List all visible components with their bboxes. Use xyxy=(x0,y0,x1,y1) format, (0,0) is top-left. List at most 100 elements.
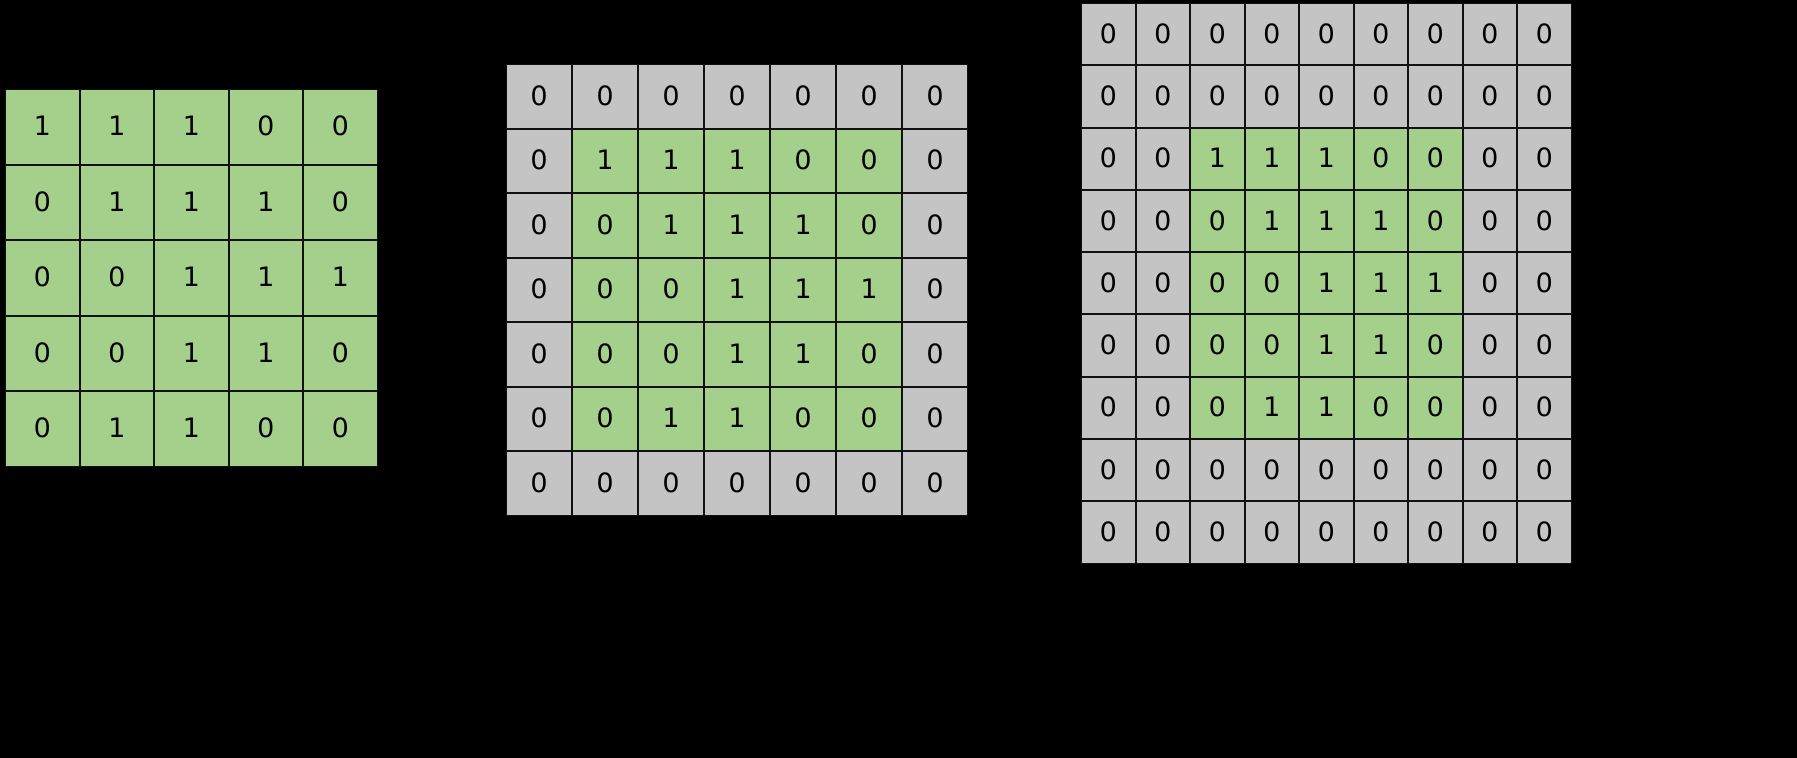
matrix-cell: 1 xyxy=(638,193,704,258)
matrix-cell: 0 xyxy=(836,386,902,451)
matrix-cell: 1 xyxy=(1353,189,1408,253)
matrix-cell: 1 xyxy=(228,240,303,316)
matrix-cell: 1 xyxy=(1408,252,1463,315)
matrix-cell: 0 xyxy=(1517,376,1572,440)
matrix-cell: 0 xyxy=(1081,127,1136,190)
matrix-cell: 0 xyxy=(836,64,902,129)
matrix-cell: 0 xyxy=(228,391,303,467)
matrix-cell: 0 xyxy=(638,322,704,387)
matrix-cell: 0 xyxy=(1517,501,1572,564)
matrix-cell: 1 xyxy=(154,240,229,316)
matrix-cell: 0 xyxy=(902,64,968,129)
matrix-cell: 0 xyxy=(1135,314,1190,377)
matrix-cell: 0 xyxy=(506,128,572,193)
matrix-cell: 0 xyxy=(1135,252,1190,315)
matrix-cell: 1 xyxy=(704,257,770,322)
matrix-cell: 0 xyxy=(1190,65,1245,128)
matrix-cell: 1 xyxy=(770,322,836,387)
matrix-cell: 1 xyxy=(1299,314,1354,377)
matrix-cell: 0 xyxy=(1462,501,1517,564)
matrix-cell: 1 xyxy=(1244,127,1299,190)
matrix-cell: 0 xyxy=(303,164,378,240)
matrix-cell: 1 xyxy=(704,322,770,387)
matrix-cell: 0 xyxy=(303,315,378,391)
matrix-cell: 0 xyxy=(1081,314,1136,377)
matrix-cell: 0 xyxy=(1517,439,1572,502)
matrix-cell: 0 xyxy=(79,240,154,316)
matrix-cell: 0 xyxy=(572,193,638,258)
matrix-cell: 0 xyxy=(1353,3,1408,66)
matrix-cell: 0 xyxy=(770,64,836,129)
matrix-cell: 0 xyxy=(1244,65,1299,128)
matrix-cell: 0 xyxy=(5,315,80,391)
matrix-cell: 0 xyxy=(1408,439,1463,502)
matrix-cell: 0 xyxy=(1462,314,1517,377)
matrix-cell: 0 xyxy=(1135,501,1190,564)
matrix-cell: 0 xyxy=(902,193,968,258)
matrix-cell: 0 xyxy=(770,451,836,516)
matrix-cell: 1 xyxy=(228,164,303,240)
matrix-cell: 0 xyxy=(5,391,80,467)
matrix-cell: 0 xyxy=(1517,314,1572,377)
matrix-cell: 0 xyxy=(704,64,770,129)
matrix-cell: 0 xyxy=(1135,127,1190,190)
matrix-cell: 1 xyxy=(1353,314,1408,377)
matrix-cell: 0 xyxy=(1135,189,1190,253)
matrix-cell: 1 xyxy=(572,128,638,193)
matrix-cell: 0 xyxy=(1244,314,1299,377)
matrix-cell: 0 xyxy=(1462,3,1517,66)
matrix-cell: 0 xyxy=(1408,501,1463,564)
matrix-cell: 0 xyxy=(303,89,378,165)
matrix-cell: 1 xyxy=(704,128,770,193)
matrix-cell: 0 xyxy=(1408,3,1463,66)
matrix-cell: 0 xyxy=(1244,252,1299,315)
matrix-cell: 1 xyxy=(1299,189,1354,253)
matrix-cell: 1 xyxy=(1353,252,1408,315)
matrix-cell: 0 xyxy=(770,386,836,451)
matrix-cell: 0 xyxy=(506,64,572,129)
matrix-cell: 0 xyxy=(836,322,902,387)
matrix-cell: 0 xyxy=(836,128,902,193)
matrix-cell: 0 xyxy=(1299,439,1354,502)
matrix-cell: 1 xyxy=(5,89,80,165)
matrix-cell: 1 xyxy=(79,391,154,467)
matrix-cell: 1 xyxy=(836,257,902,322)
matrix-cell: 0 xyxy=(1408,189,1463,253)
matrix-cell: 1 xyxy=(154,164,229,240)
matrix-cell: 1 xyxy=(1244,189,1299,253)
matrix-cell: 0 xyxy=(1081,189,1136,253)
matrix-cell: 1 xyxy=(154,315,229,391)
matrix-cell: 0 xyxy=(1299,501,1354,564)
matrix-cell: 0 xyxy=(836,193,902,258)
matrix-cell: 0 xyxy=(1462,189,1517,253)
matrix-cell: 0 xyxy=(303,391,378,467)
matrix-cell: 0 xyxy=(572,64,638,129)
matrix-cell: 0 xyxy=(506,193,572,258)
matrix-cell: 0 xyxy=(1081,65,1136,128)
matrix-cell: 0 xyxy=(902,257,968,322)
matrix-cell: 0 xyxy=(770,128,836,193)
matrix-cell: 0 xyxy=(5,164,80,240)
matrix-cell: 0 xyxy=(1408,65,1463,128)
matrix-cell: 0 xyxy=(572,451,638,516)
matrix-cell: 1 xyxy=(79,89,154,165)
matrix-cell: 0 xyxy=(638,257,704,322)
matrix-cell: 0 xyxy=(1244,439,1299,502)
matrix-cell: 0 xyxy=(506,257,572,322)
matrix-cell: 0 xyxy=(902,386,968,451)
matrix-cell: 0 xyxy=(836,451,902,516)
matrix-cell: 0 xyxy=(1135,65,1190,128)
matrix-cell: 1 xyxy=(704,193,770,258)
matrix-cell: 1 xyxy=(770,193,836,258)
matrix-cell: 0 xyxy=(1135,439,1190,502)
matrix-cell: 0 xyxy=(1081,252,1136,315)
matrix-cell: 0 xyxy=(1408,314,1463,377)
matrix-cell: 1 xyxy=(79,164,154,240)
matrix-cell: 0 xyxy=(638,64,704,129)
matrix-cell: 0 xyxy=(1081,376,1136,440)
matrix-cell: 0 xyxy=(1081,501,1136,564)
matrix-cell: 0 xyxy=(1190,501,1245,564)
matrix-cell: 0 xyxy=(1462,65,1517,128)
